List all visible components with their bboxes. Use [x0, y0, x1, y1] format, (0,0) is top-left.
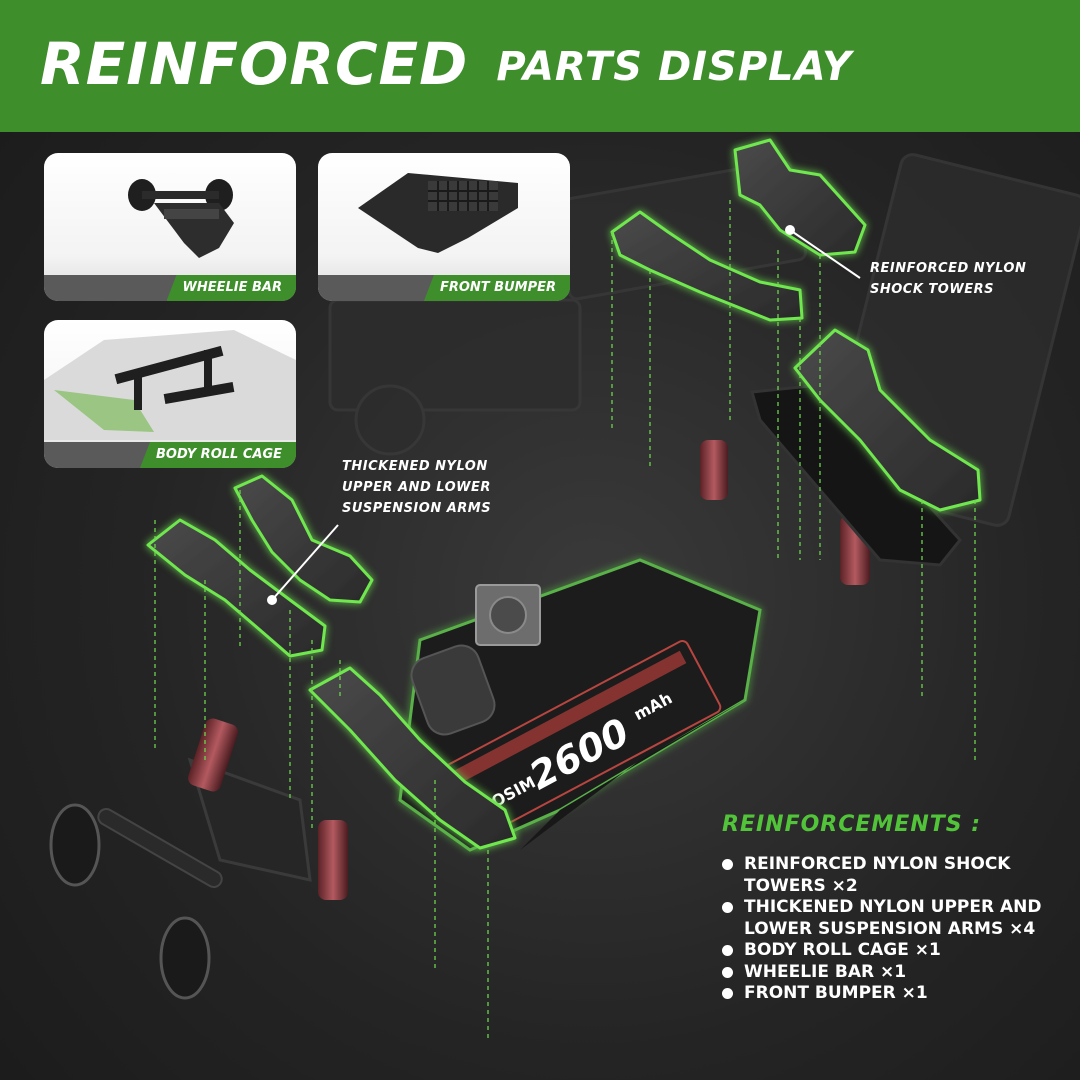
callout-line: THICKENED NYLON [342, 459, 488, 474]
card-label-body-roll-cage: BODY ROLL CAGE [140, 442, 296, 468]
body-roll-cage-image [44, 330, 296, 440]
card-label-wheelie-bar: WHEELIE BAR [166, 275, 296, 301]
reinforcements-title: REINFORCEMENTS : [722, 812, 982, 837]
item-text: REINFORCED NYLON SHOCK TOWERS [744, 854, 1011, 896]
shock-tower-right [733, 138, 867, 257]
reinforcements-list: REINFORCED NYLON SHOCK TOWERS ×2 THICKEN… [722, 854, 1044, 1005]
item-qty: ×4 [1009, 918, 1036, 939]
card-front-bumper: FRONT BUMPER [318, 153, 570, 301]
callout-line: SUSPENSION ARMS [342, 501, 492, 516]
lower-arm-center [308, 666, 517, 850]
list-item: WHEELIE BAR ×1 [722, 962, 1044, 984]
callout-leaders [267, 225, 861, 605]
callout-suspension-arms: THICKENED NYLON UPPER AND LOWER SUSPENSI… [342, 456, 491, 519]
title-part-2: PARTS DISPLAY [496, 44, 852, 90]
list-item: REINFORCED NYLON SHOCK TOWERS ×2 [722, 854, 1044, 897]
bullet-icon [722, 945, 733, 956]
esc-unit [475, 584, 541, 646]
item-qty: ×1 [914, 940, 941, 960]
item-text: BODY ROLL CAGE [744, 940, 909, 960]
callout-shock-towers: REINFORCED NYLON SHOCK TOWERS [870, 258, 1026, 300]
item-qty: ×1 [901, 983, 928, 1003]
highlighted-parts [146, 138, 982, 850]
item-text: WHEELIE BAR [744, 961, 875, 982]
bullet-icon [722, 966, 733, 978]
header-banner: REINFORCED PARTS DISPLAY [0, 0, 1080, 132]
item-qty: ×2 [831, 875, 858, 896]
bullet-icon [722, 902, 733, 913]
rear-wheelie-bar-assembly [49, 757, 312, 1000]
title-part-1: REINFORCED [40, 30, 469, 98]
list-item: THICKENED NYLON UPPER AND LOWER SUSPENSI… [722, 897, 1044, 940]
bullet-icon [722, 859, 733, 870]
list-item: FRONT BUMPER ×1 [722, 983, 1044, 1005]
shock-tower-left [233, 474, 374, 604]
wheelie-bar-image [128, 179, 234, 258]
lower-arm-right [793, 328, 982, 512]
item-text: FRONT BUMPER [744, 983, 896, 1003]
list-item: BODY ROLL CAGE ×1 [722, 940, 1044, 962]
front-bumper-image [358, 173, 518, 253]
chassis-illustration: HOSIM 2600 mAh [49, 138, 1080, 1040]
guide-lines [154, 200, 976, 1040]
motor [410, 644, 496, 736]
callout-line: SHOCK TOWERS [870, 282, 994, 297]
page-title: REINFORCED PARTS DISPLAY [40, 30, 852, 98]
upper-arm-left [146, 518, 327, 658]
item-qty: ×1 [880, 961, 907, 982]
item-text: THICKENED NYLON UPPER AND LOWER SUSPENSI… [744, 897, 1042, 939]
bullet-icon [722, 988, 733, 999]
card-label-front-bumper: FRONT BUMPER [423, 275, 570, 301]
card-wheelie-bar: WHEELIE BAR [44, 153, 296, 301]
callout-line: UPPER AND LOWER [342, 480, 491, 495]
callout-line: REINFORCED NYLON [870, 261, 1027, 276]
card-body-roll-cage: BODY ROLL CAGE [44, 320, 296, 468]
